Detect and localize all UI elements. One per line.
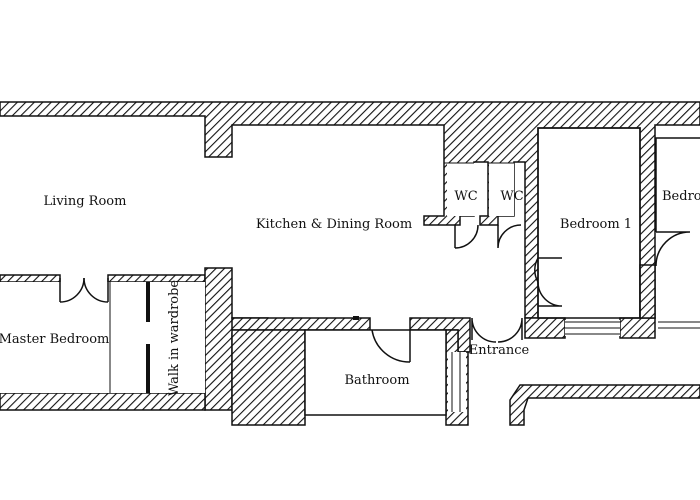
label-wc-1: WC — [454, 189, 477, 204]
label-kitchen-dining: Kitchen & Dining Room — [256, 217, 412, 232]
label-living-room: Living Room — [44, 194, 127, 209]
label-master-bedroom: Master Bedroom — [0, 332, 109, 347]
label-bedroom-2: Bedroo — [662, 189, 700, 204]
windows — [448, 320, 700, 412]
label-bedroom-1: Bedroom 1 — [560, 217, 632, 232]
label-bathroom: Bathroom — [344, 373, 409, 388]
walls — [0, 101, 700, 426]
room-labels: Living Room Kitchen & Dining Room WC WC … — [0, 189, 700, 396]
wardrobe-divider — [109, 282, 150, 393]
label-wc-2: WC — [500, 189, 523, 204]
label-entrance: Entrance — [469, 343, 530, 358]
doors — [59, 224, 691, 363]
label-walk-in-wardrobe: Walk in wardrobe — [167, 280, 182, 397]
